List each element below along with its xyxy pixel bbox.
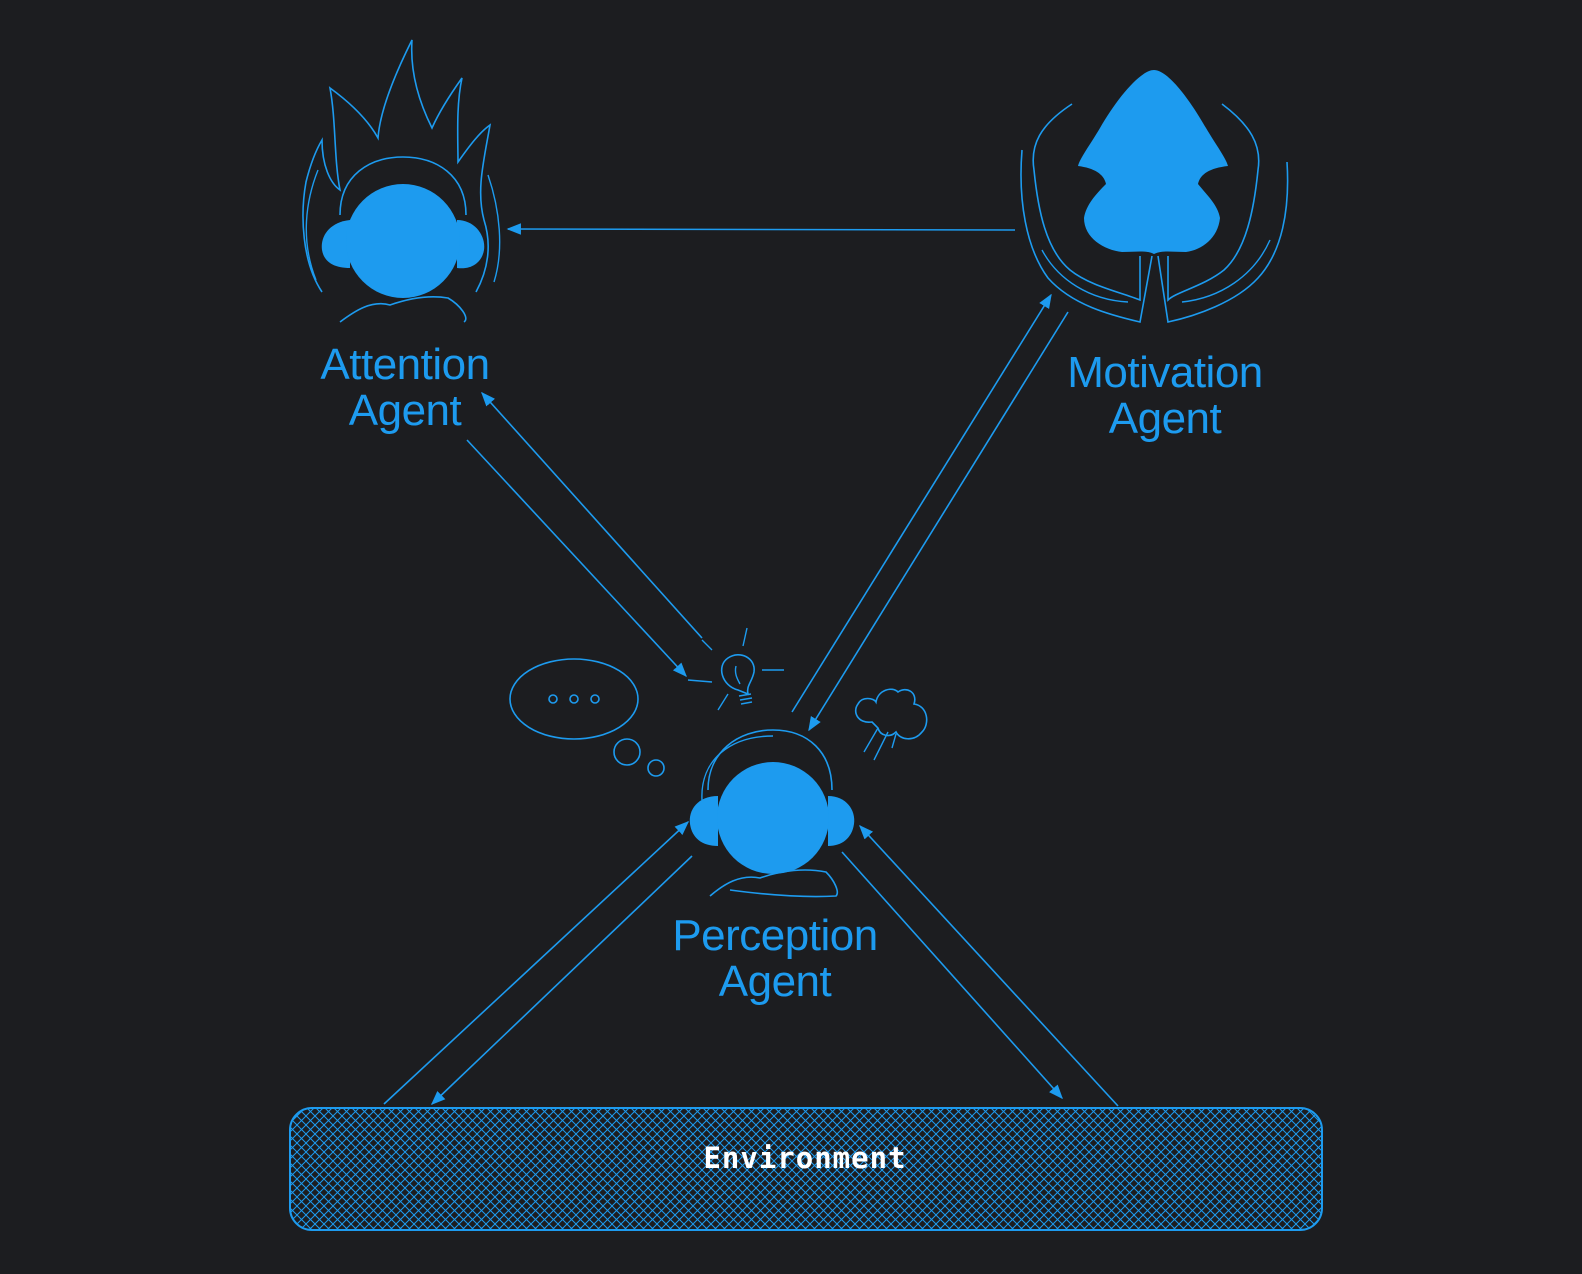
thought-bubble-icon — [509, 658, 665, 777]
perception-agent-label-line1: Perception — [672, 911, 878, 960]
rocket-icon — [1020, 70, 1289, 323]
attention-agent-label: Attention Agent — [280, 342, 530, 434]
flaming-headphone-head-icon — [302, 39, 501, 323]
environment-label: Environment — [703, 1141, 907, 1175]
attention-agent-label-line2: Agent — [348, 386, 462, 435]
edge-environment-to-perception-right — [859, 824, 1119, 1107]
lightbulb-icon — [687, 627, 784, 711]
perception-agent-label-line2: Agent — [718, 957, 832, 1006]
edge-perception-to-motivation — [791, 293, 1052, 713]
edge-perception-to-attention — [481, 391, 703, 639]
headphone-head-icon — [689, 729, 855, 898]
edge-perception-to-environment — [430, 855, 693, 1105]
edge-attention-to-perception — [466, 439, 687, 678]
edge-environment-to-perception — [383, 821, 690, 1105]
attention-agent-label-line1: Attention — [320, 340, 490, 389]
motivation-agent-label-line1: Motivation — [1067, 348, 1263, 397]
environment-box — [289, 1107, 1323, 1231]
edge-motivation-to-attention — [506, 223, 1016, 235]
motivation-agent-label-line2: Agent — [1108, 394, 1222, 443]
edge-perception-to-environment-right — [841, 851, 1063, 1100]
cloud-puff-icon — [854, 688, 928, 761]
perception-agent-label: Perception Agent — [640, 913, 910, 1005]
edge-motivation-to-perception — [808, 311, 1069, 732]
motivation-agent-label: Motivation Agent — [1030, 350, 1300, 442]
